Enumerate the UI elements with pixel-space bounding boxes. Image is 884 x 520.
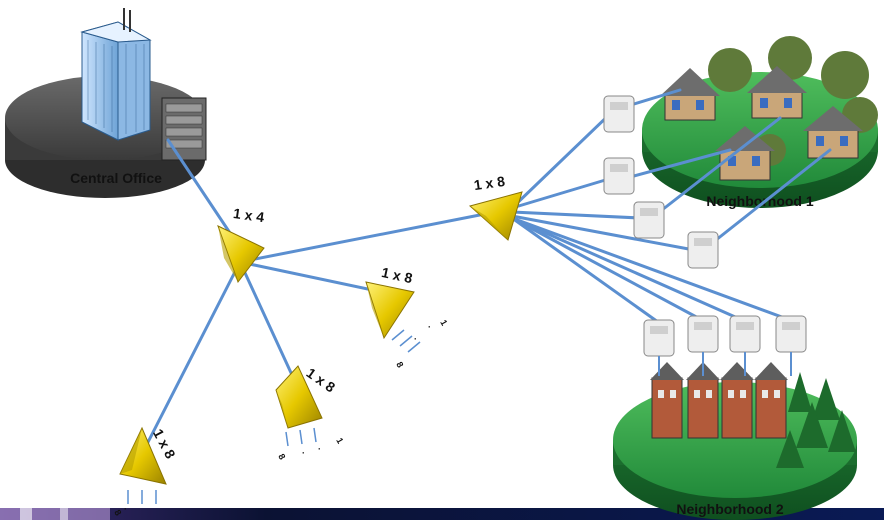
ont-icon xyxy=(643,319,675,357)
fiber-main-to-feed-n xyxy=(238,210,497,264)
fiber-n1-c xyxy=(510,210,642,220)
house-icon xyxy=(747,66,807,119)
house-icon xyxy=(803,106,863,159)
splitter-feed-n: 1 x 8 xyxy=(468,173,523,241)
port-label: · xyxy=(428,322,431,332)
ont-drops xyxy=(658,352,792,376)
port-label: · xyxy=(318,444,321,454)
port-label: 1 xyxy=(334,436,345,445)
ont-meters xyxy=(603,95,807,376)
port-label: · xyxy=(414,334,417,344)
splitter-lower: 1 x 8 1 · · 8 xyxy=(275,364,345,461)
ont-icon xyxy=(729,315,761,353)
port-label: 1 xyxy=(438,318,449,327)
ont-icon xyxy=(775,315,807,353)
splitter-label-feed-n: 1 x 8 xyxy=(473,173,506,193)
fiber-n2-b xyxy=(510,216,704,322)
fiber-n2-d xyxy=(510,216,792,322)
ont-icon xyxy=(687,231,719,269)
splitter-bottom: 1 x 8 8 · xyxy=(112,426,179,517)
fiber-meter-to-house xyxy=(660,116,782,212)
port-label: · xyxy=(124,504,127,514)
ont-icon xyxy=(633,201,665,239)
port-label: 8 xyxy=(276,452,287,461)
splitter-main: 1 x 4 xyxy=(217,205,265,284)
central-office: Central Office xyxy=(5,8,207,198)
fiber-main-to-lower xyxy=(238,260,300,390)
port-label: 8 xyxy=(112,508,123,517)
fiber-n2-c xyxy=(510,216,744,322)
ont-icon xyxy=(603,157,635,195)
bottom-banner xyxy=(0,508,884,520)
neighborhood-2-label: Neighborhood 2 xyxy=(676,501,784,517)
ont-icon xyxy=(687,315,719,353)
office-building-icon xyxy=(80,8,152,141)
house-icon xyxy=(660,68,720,121)
splitter-label-mid: 1 x 8 xyxy=(380,264,414,286)
pine-tree-icon xyxy=(776,372,856,468)
fiber-meter-to-house xyxy=(632,148,732,178)
central-office-label: Central Office xyxy=(70,170,162,186)
port-label: · xyxy=(302,448,305,458)
fiber-meter-to-house xyxy=(632,88,682,106)
fiber-main-to-bottom xyxy=(143,260,242,450)
fiber-n1-d xyxy=(510,214,696,252)
fiber-main-to-mid xyxy=(238,260,384,294)
fiber-n1-a xyxy=(510,110,614,210)
port-label: 8 xyxy=(394,360,405,369)
house-icon xyxy=(715,126,775,181)
fiber-n1-b xyxy=(510,176,614,210)
splitter-mid: 1 x 8 1 · · 8 xyxy=(365,264,449,369)
fiber-n2-a xyxy=(510,216,660,324)
splitter-label-main: 1 x 4 xyxy=(232,205,265,225)
neighborhood-1-label: Neighborhood 1 xyxy=(706,193,814,209)
equipment-rack-icon xyxy=(161,97,207,161)
fiber-links xyxy=(143,88,832,450)
ont-icon xyxy=(603,95,635,133)
fiber-meter-to-house xyxy=(714,148,832,242)
fiber-co-to-main xyxy=(166,138,242,250)
neighborhood-2: Neighborhood 2 xyxy=(613,362,857,520)
neighborhood-1: Neighborhood 1 xyxy=(642,36,878,209)
